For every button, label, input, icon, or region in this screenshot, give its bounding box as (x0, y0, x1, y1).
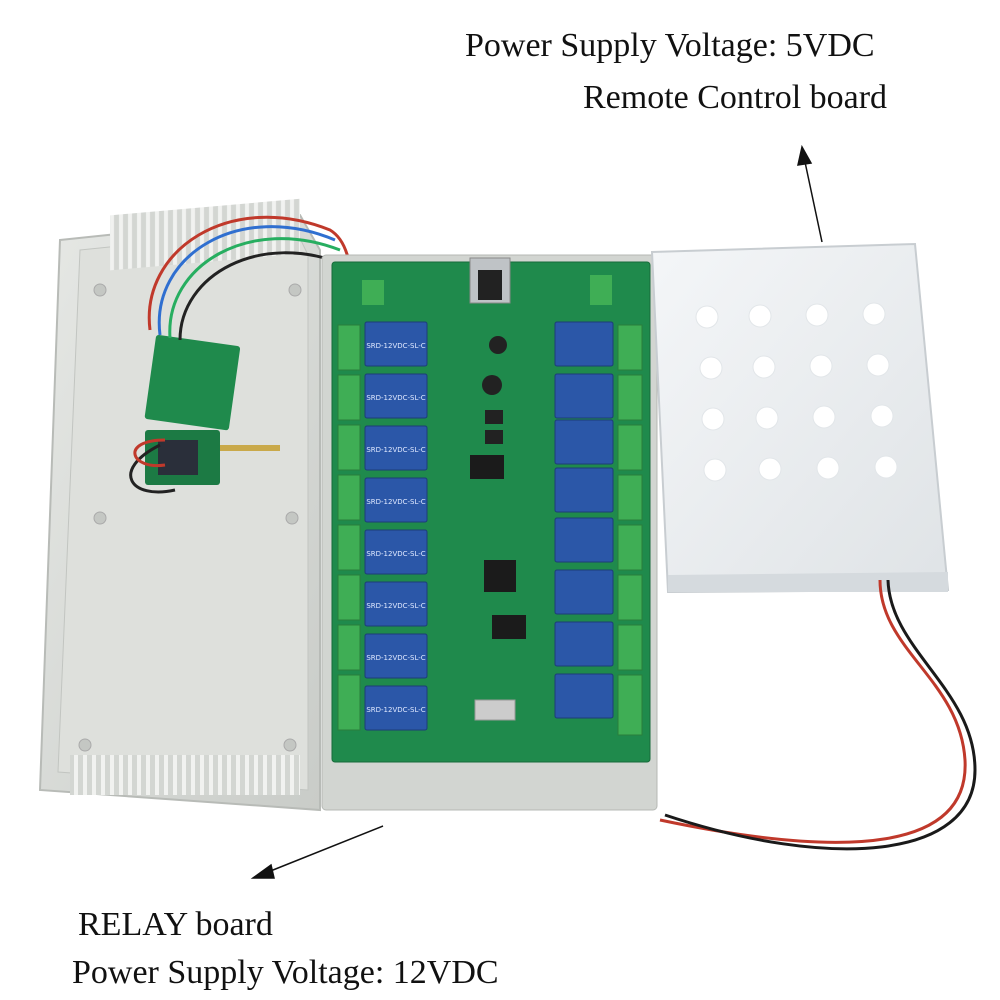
arrow-to-relay (250, 825, 384, 879)
power-wires (659, 579, 977, 851)
relay-label: SRD-12VDC-SL-C (366, 706, 425, 714)
terminal-strip-left (337, 324, 361, 731)
receiver-module (129, 215, 357, 494)
relay-voltage-caption: Power Supply Voltage: 12VDC (72, 954, 499, 991)
remote-control-panel (650, 242, 950, 594)
relay-label: SRD-12VDC-SL-C (366, 602, 425, 610)
relay-label: SRD-12VDC-SL-C (366, 654, 425, 662)
remote-voltage-caption: Power Supply Voltage: 5VDC (465, 27, 875, 64)
terminal-strip-right (617, 324, 643, 736)
arrow-to-remote (797, 144, 823, 243)
enclosure-base (38, 198, 321, 812)
relay-label: SRD-12VDC-SL-C (366, 342, 425, 350)
remote-board-caption: Remote Control board (583, 79, 888, 116)
relay-label: SRD-12VDC-SL-C (366, 550, 425, 558)
relay-label: SRD-12VDC-SL-C (366, 498, 425, 506)
relay-column-left: SRD-12VDC-SL-C SRD-12VDC-SL-C SRD-12VDC-… (364, 321, 428, 731)
relay-label: SRD-12VDC-SL-C (366, 394, 425, 402)
relay-label: SRD-12VDC-SL-C (366, 446, 425, 454)
relay-column-right (554, 321, 614, 719)
relay-board-caption: RELAY board (78, 906, 273, 943)
relay-board: SRD-12VDC-SL-C SRD-12VDC-SL-C SRD-12VDC-… (321, 254, 658, 811)
